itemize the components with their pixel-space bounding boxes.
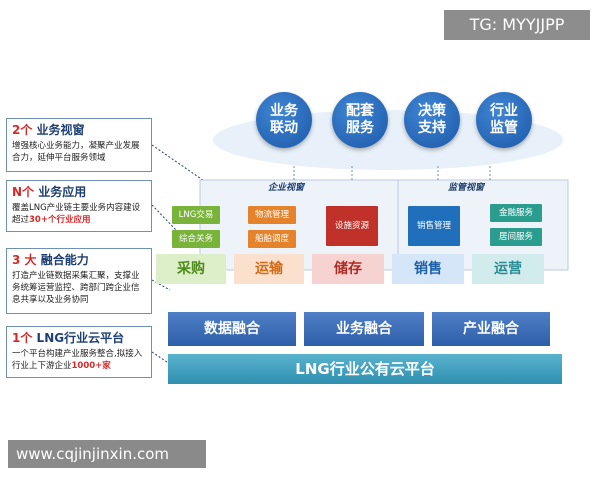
watermark-top: TG: MYYJJPP [444,10,590,40]
side-label: LNG行业云平台 [36,331,125,345]
circle-label: 业务联动 [270,103,298,136]
circle-label: 决策支持 [418,103,446,136]
side-text: 打造产业链数据采集汇聚，支撑业务统筹运营监控、跨部门跨企业信息共享以及业务协同 [12,271,140,305]
app-intermediary-services: 居间服务 [490,228,542,246]
side-title: 2个 业务视窗 [12,122,147,138]
integration-industry: 产业融合 [432,312,550,346]
platform-base: LNG行业公有云平台 [168,354,562,384]
integration-data: 数据融合 [168,312,296,346]
side-number: 3 大 [12,253,37,267]
segment-procurement: 采购 [156,254,226,284]
circle-supporting-services: 配套服务 [332,92,388,148]
side-text: 覆盖LNG产业链主要业务内容建设超过30+个行业应用 [12,202,147,226]
circle-industry-regulation: 行业监管 [476,92,532,148]
app-financial-services: 金融服务 [490,204,542,222]
app-sales-management: 销售管理 [408,206,460,246]
connector-line [151,144,211,186]
side-label: 融合能力 [40,253,89,267]
side-label: 业务视窗 [36,123,85,137]
side-highlight: 30+个行业应用 [29,215,91,225]
app-logistics: 物流管理 [248,206,296,224]
circle-decision-support: 决策支持 [404,92,460,148]
circle-label: 行业监管 [490,103,518,136]
side-highlight: 1000+家 [71,361,111,371]
side-box-windows: 2个 业务视窗 增强核心业务能力，凝聚产业发展合力，延伸平台服务领域 [6,118,152,172]
side-text: 增强核心业务能力，凝聚产业发展合力，延伸平台服务领域 [12,141,140,163]
circle-label: 配套服务 [346,103,374,136]
segment-transport: 运输 [234,254,304,284]
regulator-window-tag: 监管视窗 [448,183,485,193]
side-text-body: 覆盖LNG产业链主要业务内容建设超过 [12,203,141,225]
app-customs: 综合关务 [172,230,220,248]
app-ship-dispatch: 船舶调度 [248,230,296,248]
side-number: 1个 [12,331,33,345]
connector-line [151,204,177,231]
connector-line [151,279,171,291]
circle-business-linkage: 业务联动 [256,92,312,148]
enterprise-window-tag: 企业视窗 [268,183,305,193]
side-number: 2个 [12,123,33,137]
side-text: 一个平台构建产业服务整合,拟接入行业上下游企业1000+家 [12,348,147,372]
integration-business: 业务融合 [304,312,424,346]
side-label: 业务应用 [38,185,87,199]
side-title: N个 业务应用 [12,184,147,200]
side-box-apps: N个 业务应用 覆盖LNG产业链主要业务内容建设超过30+个行业应用 [6,180,152,232]
segment-sales: 销售 [392,254,464,284]
side-text-body: 一个平台构建产业服务整合,拟接入行业上下游企业 [12,349,143,371]
segment-operations: 运营 [472,254,544,284]
app-lng-trade: LNG交易 [172,206,220,224]
segment-storage: 储存 [312,254,384,284]
side-title: 3 大 融合能力 [12,252,147,268]
app-facility-resources: 设施资源 [326,206,378,246]
watermark-bottom: www.cqjinjinxin.com [8,440,206,468]
side-number: N个 [12,185,35,199]
side-box-fusion: 3 大 融合能力 打造产业链数据采集汇聚，支撑业务统筹运营监控、跨部门跨企业信息… [6,248,152,314]
side-box-platform: 1个 LNG行业云平台 一个平台构建产业服务整合,拟接入行业上下游企业1000+… [6,326,152,378]
side-title: 1个 LNG行业云平台 [12,330,147,346]
